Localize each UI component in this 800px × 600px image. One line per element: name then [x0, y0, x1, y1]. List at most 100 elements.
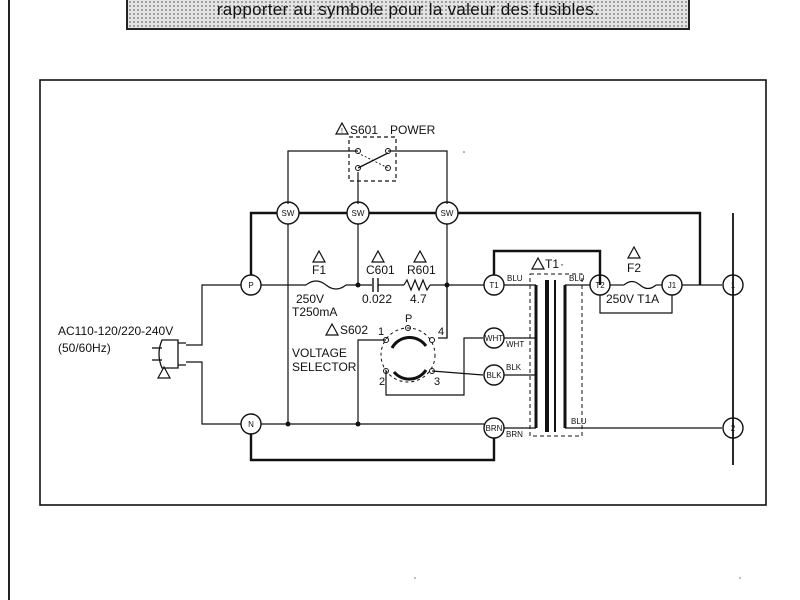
- capacitor-c601-ref: C601: [366, 263, 395, 277]
- selector-pin-2: 2: [379, 376, 385, 388]
- transformer-ref: T1: [545, 257, 559, 271]
- selector-contact: [405, 325, 411, 331]
- selector-dial: [380, 327, 436, 383]
- s601-label: ! S601 POWER: [334, 121, 436, 137]
- wire: [388, 150, 448, 204]
- wire-top-bus: [249, 211, 277, 275]
- selector-rotor: [390, 335, 428, 349]
- svg-text:P: P: [248, 281, 253, 290]
- wire: [186, 284, 241, 346]
- s602-ref: S602: [340, 323, 368, 337]
- wire-label-wht: WHT: [506, 340, 524, 349]
- blk-terminal: BLK: [483, 364, 505, 386]
- warning-icon: [412, 249, 428, 263]
- warning-icon: [311, 249, 327, 263]
- svg-text:J1: J1: [668, 281, 677, 290]
- junction-dot: [355, 421, 361, 427]
- fuse-f1-rating: 250V: [296, 292, 324, 306]
- wire: [186, 361, 241, 425]
- transformer-shield: [529, 273, 583, 437]
- wire-top-bus: [492, 249, 602, 285]
- svg-text:T2: T2: [595, 281, 605, 290]
- ac-plug-icon: [152, 339, 186, 369]
- ac-input-label-line2: (50/60Hz): [58, 341, 111, 355]
- s601-switch-box: [348, 136, 397, 182]
- warning-icon: [156, 365, 172, 379]
- schematic-frame: [39, 79, 767, 506]
- fuse-f1-value: T250mA: [292, 305, 337, 319]
- svg-text:BRN: BRN: [486, 424, 503, 433]
- svg-text:2: 2: [731, 424, 736, 433]
- wire: [385, 337, 483, 396]
- selector-contact: [429, 337, 435, 343]
- j1-terminal: J1: [661, 274, 683, 296]
- s601-contact: [385, 165, 391, 171]
- warning-icon: [530, 256, 546, 270]
- svg-text:WHT: WHT: [485, 334, 503, 343]
- wire-bottom-bus: [249, 434, 496, 462]
- fuse-f2-symbol: [623, 280, 657, 290]
- selector-pin-1: 1: [378, 326, 384, 338]
- svg-text:BLK: BLK: [486, 371, 502, 380]
- s601-blade: [357, 152, 389, 169]
- capacitor-c601-value: 0.022: [362, 292, 392, 306]
- svg-text:SW: SW: [352, 209, 365, 218]
- output-terminal-1: 1: [722, 274, 744, 296]
- n-terminal: N: [240, 413, 262, 435]
- selector-pin-4: 4: [438, 326, 444, 338]
- resistor-r601-symbol: [403, 278, 431, 292]
- svg-text:N: N: [248, 420, 254, 429]
- warning-icon: [626, 245, 642, 259]
- wire-label-brn: BRN: [506, 430, 523, 439]
- notice-banner: rapporter au symbole pour la valeur des …: [126, 0, 690, 30]
- warning-mark: !: [341, 128, 343, 135]
- scan-speck: [739, 577, 741, 579]
- fuse-f2-value: 250V T1A: [606, 292, 659, 306]
- selector-pin-3: 3: [434, 376, 440, 388]
- svg-text:T1: T1: [489, 281, 499, 290]
- ac-input-label-line1: AC110-120/220-240V: [58, 324, 173, 338]
- warning-icon: [334, 121, 350, 135]
- sw-terminal: SW: [346, 201, 370, 225]
- resistor-r601-ref: R601: [407, 263, 436, 277]
- notice-banner-text: rapporter au symbole pour la valeur des …: [216, 0, 600, 19]
- fuse-f1-ref: F1: [312, 263, 326, 277]
- svg-text:SW: SW: [282, 209, 295, 218]
- warning-icon: [324, 322, 340, 336]
- fuse-f1-symbol: [305, 280, 347, 290]
- wire-label-blk: BLK: [506, 363, 522, 372]
- transformer-dot: ·: [560, 257, 564, 271]
- s601-contact: [355, 165, 361, 171]
- brn-terminal: BRN: [483, 417, 505, 439]
- warning-icon: [370, 249, 386, 263]
- p-terminal: P: [240, 274, 262, 296]
- fuse-f2-ref: F2: [627, 261, 641, 275]
- wire-label-blu: BLU: [569, 274, 585, 283]
- scan-speck: [463, 151, 465, 153]
- junction-dot: [285, 421, 291, 427]
- s601-ref: S601: [350, 123, 378, 137]
- wire-label-blu: BLU: [507, 274, 523, 283]
- output-terminal-2: 2: [722, 417, 744, 439]
- selector-pin-p: P: [405, 313, 412, 325]
- wire: [438, 224, 448, 339]
- page-left-rule: [8, 0, 10, 600]
- selector-label-line2: SELECTOR: [292, 360, 357, 374]
- resistor-r601-value: 4.7: [410, 292, 427, 306]
- wire: [287, 150, 358, 204]
- svg-text:SW: SW: [441, 209, 454, 218]
- scan-speck: [414, 577, 416, 579]
- wire-label-blu: BLU: [571, 417, 587, 426]
- wire: [431, 370, 484, 376]
- sw-terminal: SW: [276, 201, 300, 225]
- selector-rotor: [392, 369, 428, 381]
- wht-terminal: WHT: [483, 327, 505, 349]
- wire-top-bus: [458, 211, 702, 285]
- wire: [599, 295, 673, 314]
- selector-label-line1: VOLTAGE: [292, 346, 347, 360]
- sw-terminal: SW: [435, 201, 459, 225]
- wire: [357, 339, 386, 424]
- svg-text:1: 1: [731, 281, 736, 290]
